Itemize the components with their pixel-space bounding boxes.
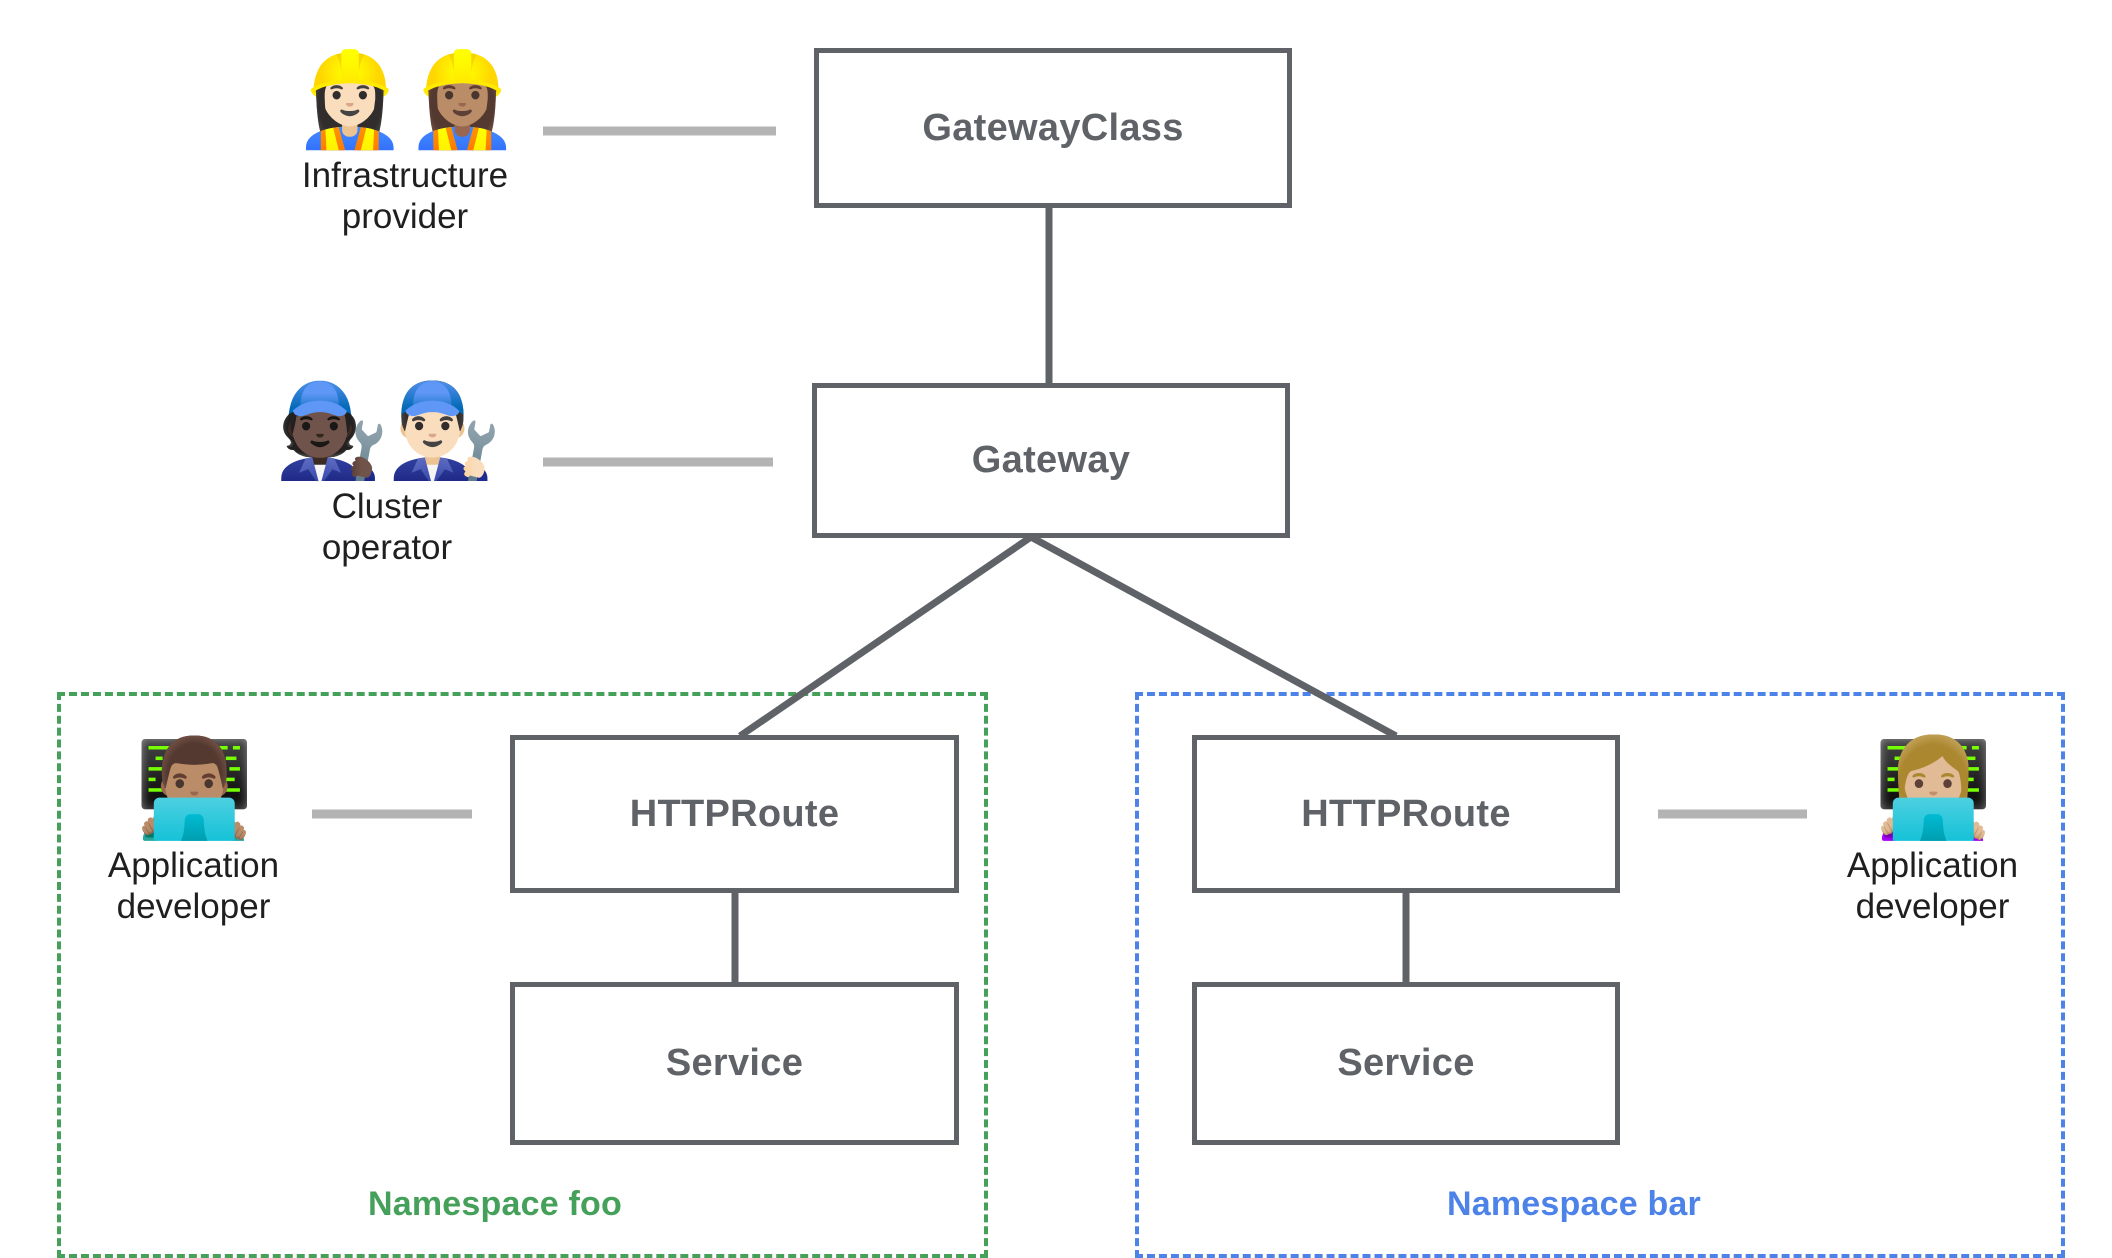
node-gatewayclass[interactable]: GatewayClass xyxy=(814,48,1292,208)
persona-application-developer-bar: 👩🏼‍💻 Application developer xyxy=(1795,738,2070,927)
namespace-foo-container xyxy=(57,692,988,1258)
persona-cluster-operator-label: Cluster operator xyxy=(321,486,453,567)
node-httproute-bar-label: HTTPRoute xyxy=(1301,792,1511,835)
persona-application-developer-bar-label: Application developer xyxy=(1846,845,2019,927)
technologist-icon: 👩🏼‍💻 xyxy=(1873,732,1994,844)
technologist-icon: 👨🏽‍💻 xyxy=(134,732,255,844)
persona-infrastructure-provider-label: Infrastructure provider xyxy=(301,155,509,236)
node-gateway-label: Gateway xyxy=(971,439,1131,481)
persona-application-developer-foo: 👨🏽‍💻 Application developer xyxy=(56,738,331,927)
node-service-foo[interactable]: Service xyxy=(510,982,959,1145)
mechanic-icon: 🧑🏿‍🔧👨🏻‍🔧 xyxy=(274,377,501,484)
node-gateway[interactable]: Gateway xyxy=(812,383,1290,538)
node-httproute-foo[interactable]: HTTPRoute xyxy=(510,735,959,893)
namespace-bar-label: Namespace bar xyxy=(1447,1185,1701,1223)
node-service-foo-label: Service xyxy=(665,1042,804,1084)
node-service-bar[interactable]: Service xyxy=(1192,982,1620,1145)
persona-application-developer-foo-label: Application developer xyxy=(107,845,280,927)
namespace-bar-container xyxy=(1135,692,2065,1258)
persona-infrastructure-provider: 👷🏻‍♀️👷🏽‍♀️ Infrastructure provider xyxy=(240,46,570,237)
persona-cluster-operator: 🧑🏿‍🔧👨🏻‍🔧 Cluster operator xyxy=(222,377,552,568)
node-httproute-foo-label: HTTPRoute xyxy=(629,792,840,835)
namespace-foo-label: Namespace foo xyxy=(368,1185,622,1223)
node-gatewayclass-label: GatewayClass xyxy=(922,106,1184,149)
node-httproute-bar[interactable]: HTTPRoute xyxy=(1192,735,1620,893)
node-service-bar-label: Service xyxy=(1337,1042,1475,1084)
construction-worker-icon: 👷🏻‍♀️👷🏽‍♀️ xyxy=(292,46,519,153)
